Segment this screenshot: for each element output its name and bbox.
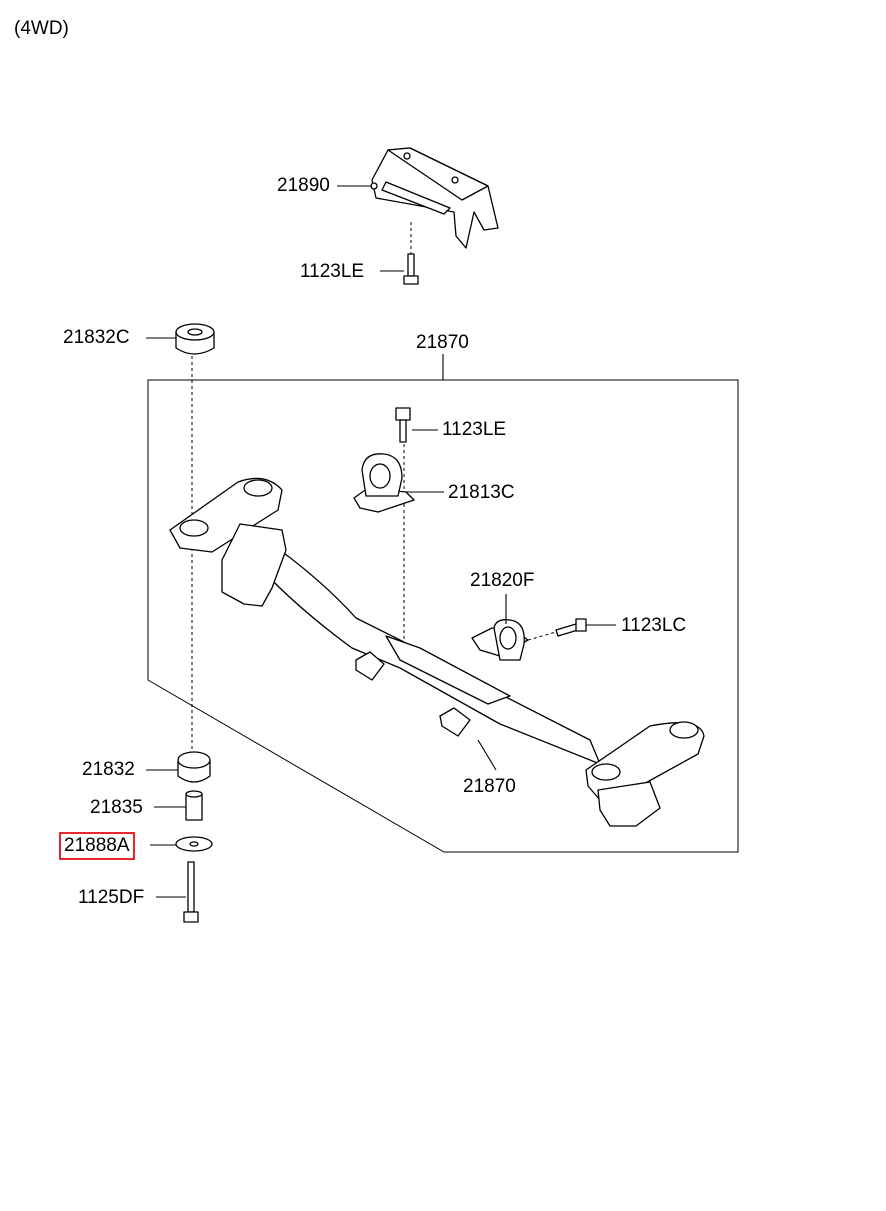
label-bolt-mid: 1123LE [442, 419, 507, 440]
variant-label: (4WD) [14, 18, 69, 39]
bushing-upper-part [175, 323, 215, 355]
label-bolt-top: 1123LE [300, 261, 365, 282]
label-crossmember-top: 21870 [416, 332, 469, 353]
bracket-part [370, 147, 499, 249]
label-bolt-side: 1123LC [621, 615, 687, 636]
bushing-lower-part [177, 751, 211, 783]
bolt-mid-part [395, 407, 411, 443]
label-mount-lower: 21820F [470, 570, 535, 591]
sleeve-part [185, 790, 203, 821]
bolt-long-part [183, 861, 199, 923]
mount-upper-part [353, 453, 415, 513]
assembly-frame [147, 379, 739, 853]
label-bracket: 21890 [277, 175, 330, 196]
mount-lower-part [471, 619, 529, 661]
bolt-side-part [555, 618, 587, 637]
label-washer-highlighted[interactable]: 21888A [59, 832, 135, 860]
bolt-top-part [403, 253, 419, 285]
label-mount-upper: 21813C [448, 482, 515, 503]
label-bushing-upper: 21832C [63, 327, 130, 348]
crossmember-part [169, 477, 705, 827]
label-crossmember-bottom: 21870 [463, 776, 516, 797]
washer-part [175, 836, 213, 852]
label-bushing-lower: 21832 [82, 759, 135, 780]
label-sleeve: 21835 [90, 797, 143, 818]
label-bolt-long: 1125DF [78, 887, 145, 908]
